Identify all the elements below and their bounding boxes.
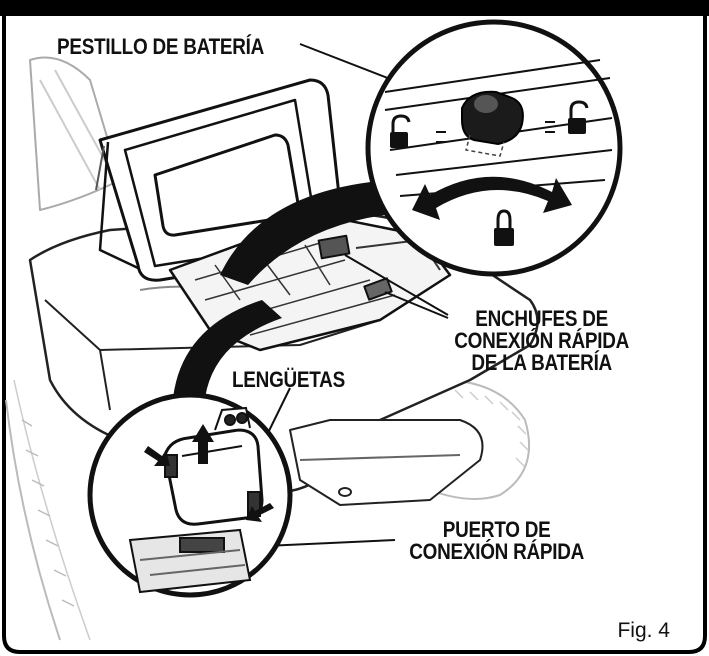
quick-connect-port-label-line: CONEXIÓN RÁPIDA	[409, 539, 585, 564]
figure-label: Fig. 4	[617, 619, 670, 642]
quick-connect-plug-2	[363, 277, 393, 301]
rear-tire-left	[5, 399, 61, 641]
quick-connect-plugs-label-line: ENCHUFES DE	[475, 306, 609, 331]
rear-tire-right	[429, 379, 531, 500]
latch-detail-circle	[365, 19, 623, 277]
zoom-wedge-top	[220, 180, 392, 285]
tabs-label: LENGÜETAS	[232, 367, 345, 392]
battery-pack	[163, 428, 264, 526]
left-fender	[29, 56, 121, 211]
quick-connect-plugs-label: ENCHUFES DE CONEXIÓN RÁPIDA DE LA BATERÍ…	[454, 308, 629, 374]
up-arrow-icon	[192, 424, 214, 464]
top-bar	[0, 0, 709, 16]
press-arrow-icon	[144, 446, 170, 466]
leader-plug-1	[344, 254, 449, 316]
battery-latch-label: PESTILLO DE BATERÍA	[57, 34, 265, 59]
press-arrow-icon	[246, 503, 274, 522]
quick-connect-plugs-label-line: CONEXIÓN RÁPIDA	[454, 328, 630, 353]
lower-frame	[289, 419, 484, 506]
battery-detail-circle	[87, 392, 293, 598]
quick-connect-port-label-line: PUERTO DE	[442, 517, 551, 542]
quick-connect-plug-1	[317, 234, 351, 260]
leader-plug-2	[384, 291, 449, 319]
rotate-arrow-icon	[412, 176, 572, 220]
quick-connect-port-label: PUERTO DE CONEXIÓN RÁPIDA	[409, 519, 584, 563]
lock-open-icon	[568, 100, 589, 134]
lock-closed-icon	[494, 209, 514, 246]
quick-connect-plugs-label-line: DE LA BATERÍA	[471, 350, 612, 375]
zoom-wedge-bottom	[171, 300, 282, 420]
lock-open-icon	[390, 114, 411, 148]
frame-border	[2, 14, 707, 654]
